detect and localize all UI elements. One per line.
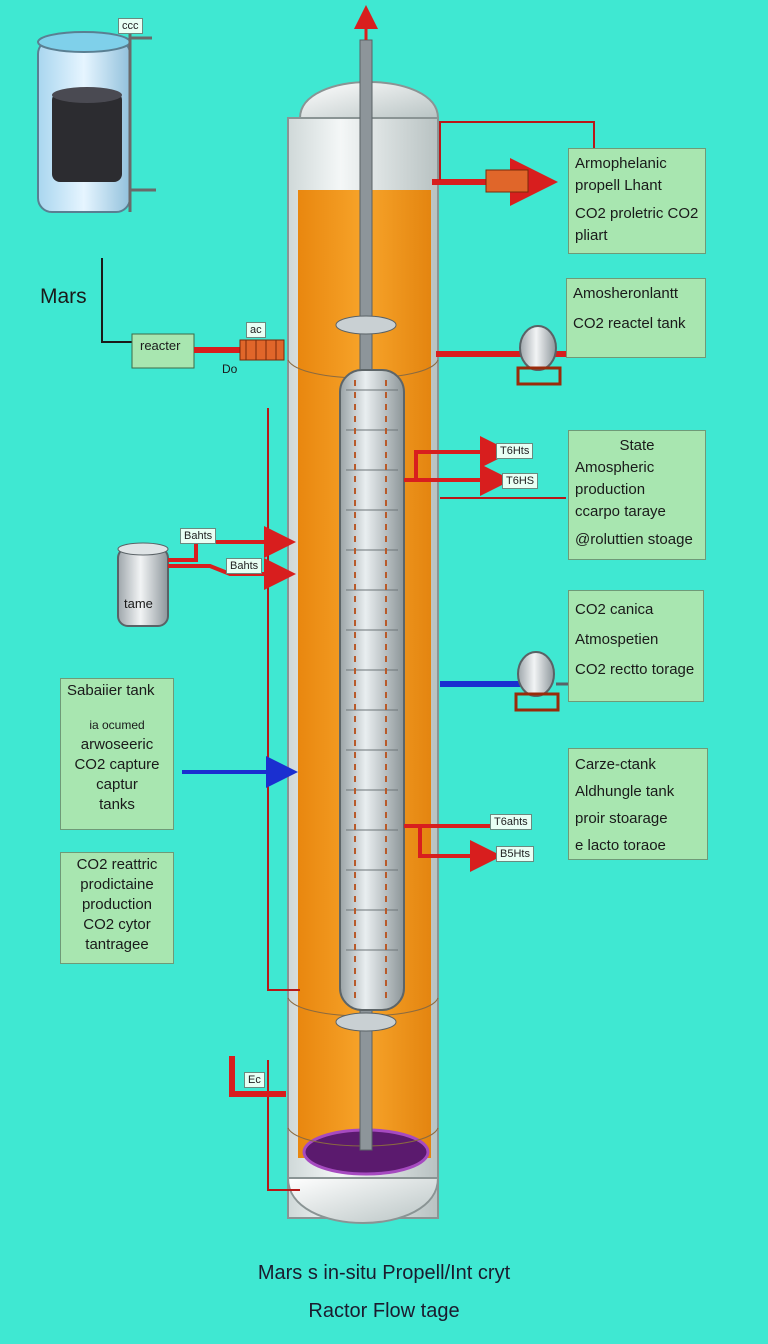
carze-tank-box: Carze-ctank Aldhungle tank proir stoarag… <box>568 748 708 860</box>
co2-reactor-tank-box: Amosheronlantt CO2 reactel tank <box>566 278 706 358</box>
right-tag-c: T6ahts <box>490 814 532 830</box>
left-tank-tag-b: Bahts <box>226 558 263 574</box>
top-right-manifold <box>432 121 595 206</box>
right-tag-d: B5Hts <box>496 846 534 862</box>
left-small-tank <box>117 526 296 627</box>
box-line: CO2 rectto torage <box>575 661 695 678</box>
box-line: ccarpo taraye <box>575 503 666 520</box>
glass-storage-cylinder <box>37 30 156 213</box>
box-line: @roluttien stoage <box>575 531 693 548</box>
box-line: prodictaine <box>80 876 154 893</box>
left-valve-tag: ac <box>246 322 266 338</box>
box-line: tantragee <box>85 936 149 953</box>
box-line: propell Lhant <box>575 177 662 194</box>
bottom-inlet-pipe <box>229 1056 286 1097</box>
box-line: Aldhungle tank <box>575 783 675 800</box>
right-tag-a: T6Hts <box>496 443 534 459</box>
box-line: tanks <box>99 796 135 813</box>
d-label: Do <box>222 362 238 376</box>
box-line: CO2 capture <box>74 756 160 773</box>
top-valve-tag: ccc <box>118 18 143 34</box>
box-line: Carze-ctank <box>575 756 656 773</box>
box-line: CO2 cytor <box>83 916 151 933</box>
right-middle-pipes <box>404 436 566 499</box>
small-tank-label: tame <box>124 596 153 611</box>
box-line: production <box>81 896 153 913</box>
inner-heat-exchanger <box>339 369 405 1011</box>
box-line: proir stoarage <box>575 810 668 827</box>
diagram-caption-line2: Ractor Flow tage <box>308 1300 460 1322</box>
box-line: Sabaiier tank <box>67 682 155 699</box>
state-storage-box: State Amospheric production ccarpo taray… <box>568 430 706 560</box>
box-line: e lacto toraoe <box>575 837 666 854</box>
mars-label: Mars <box>40 285 87 308</box>
bottom-valve-tag: Ec <box>244 1072 265 1088</box>
reactor-bottom-dome <box>286 1177 440 1224</box>
diagram-caption-line1: Mars s in-situ Propell/Int cryt <box>257 1262 511 1284</box>
box-line: CO2 reactel tank <box>573 315 686 332</box>
atmospheric-plant-box: Armophelanic propell Lhant CO2 proletric… <box>568 148 706 254</box>
box-line: arwoseeric <box>80 736 154 753</box>
box-line: Amosheronlantt <box>573 285 679 302</box>
box-line: CO2 proletric CO2 <box>575 205 699 222</box>
reactor-column <box>286 5 440 1224</box>
sabatier-tank-box: Sabaiier tank ia ocumed arwoseeric CO2 c… <box>60 678 174 830</box>
left-reactor-unit <box>131 333 285 369</box>
right-tag-b: T6HS <box>502 473 539 489</box>
box-line: CO2 canica <box>575 601 654 618</box>
box-line: CO2 reattric <box>76 856 158 873</box>
left-tank-tag-a: Bahts <box>180 528 217 544</box>
lower-right-storage-tank <box>440 651 570 712</box>
box-line: Amospheric <box>575 459 655 476</box>
box-line: ia ocumed <box>89 718 145 732</box>
left-feed-lines <box>101 258 300 1191</box>
box-line: Armophelanic <box>575 155 667 172</box>
co2-reactric-box: CO2 reattric prodictaine production CO2 … <box>60 852 174 964</box>
box-line: captur <box>96 776 138 793</box>
reactor-unit-label: reacter <box>140 338 181 353</box>
box-line: Atmospetien <box>575 631 659 648</box>
box-line: production <box>575 481 646 498</box>
mars-bracket <box>101 258 134 343</box>
co2-canica-box: CO2 canica Atmospetien CO2 rectto torage <box>568 590 704 702</box>
box-line: pliart <box>575 227 608 244</box>
box-line: State <box>619 437 655 454</box>
